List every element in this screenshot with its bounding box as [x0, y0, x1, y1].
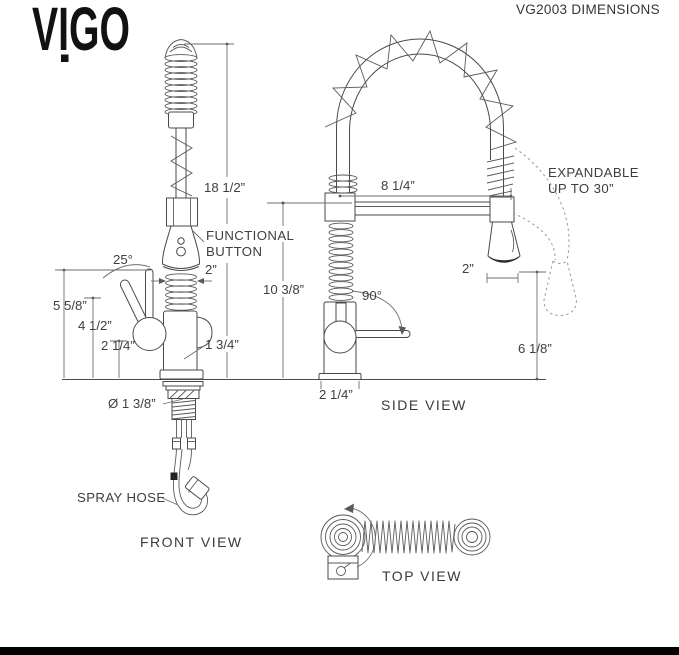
top-base [327, 555, 359, 580]
svg-text:5 5/8”: 5 5/8” [53, 298, 87, 313]
side-left-collar [324, 192, 356, 222]
svg-text:UP TO 30”: UP TO 30” [548, 181, 614, 196]
svg-text:EXPANDABLE: EXPANDABLE [548, 165, 639, 180]
side-view-dimensions: 10 3/8” 8 1/4” EXPANDABLE UP TO 30” 90° … [263, 165, 639, 413]
front-spring-collar [168, 111, 194, 129]
svg-text:FUNCTIONAL: FUNCTIONAL [206, 228, 294, 243]
expandable-hose-dashed [512, 147, 578, 317]
dim-handle-angle: 25° [102, 252, 151, 279]
svg-text:10 3/8”: 10 3/8” [263, 282, 304, 297]
dim-clearance-height: 6 1/8” [518, 270, 552, 381]
svg-text:6 1/8”: 6 1/8” [518, 341, 552, 356]
side-sprayer-block [489, 196, 515, 223]
dim-sprayer-width: 2” [462, 261, 519, 283]
top-view-caption: TOP VIEW [382, 568, 462, 584]
dim-overall-height: 18 1/2” [184, 42, 245, 378]
top-left-coil-end [320, 514, 366, 560]
side-arc-spiral [324, 29, 518, 151]
svg-text:1 3/4”: 1 3/4” [205, 337, 239, 352]
side-left-coil [328, 174, 358, 194]
svg-text:2”: 2” [205, 262, 217, 277]
supply-hoses [172, 419, 196, 450]
dim-mid-height: 4 1/2” [78, 296, 112, 378]
hose-nozzle-end [184, 476, 210, 500]
dim-spring-width: 2” [151, 262, 217, 284]
handle-upright-rod [145, 268, 154, 322]
dim-base-width: 2 1/4” [319, 381, 360, 402]
top-rotation-arrow [344, 503, 376, 568]
front-lower-spring [165, 273, 197, 311]
svg-text:2”: 2” [462, 261, 474, 276]
dim-handle-swing: 90° [351, 288, 406, 335]
hose-weight [170, 472, 178, 480]
handle-ball-joint [132, 317, 167, 351]
label-spray-hose: SPRAY HOSE [77, 490, 179, 506]
logo-i-dot [61, 54, 69, 62]
header: VIGO VG2003 DIMENSIONS [32, 0, 660, 63]
label-functional-button: FUNCTIONAL BUTTON [191, 228, 294, 259]
front-undercounter [162, 381, 210, 516]
svg-text:18 1/2”: 18 1/2” [204, 180, 245, 195]
threaded-shank [171, 398, 196, 420]
footer-bar [0, 647, 679, 655]
side-arc-inner [349, 53, 491, 202]
svg-text:SPRAY HOSE: SPRAY HOSE [77, 490, 166, 505]
front-head-hex [166, 197, 198, 227]
front-base-flange [159, 369, 204, 380]
svg-text:4 1/2”: 4 1/2” [78, 318, 112, 333]
dim-spout-reach: 8 1/4” [338, 178, 513, 200]
functional-button-main [176, 246, 186, 257]
side-spray-head [487, 221, 521, 263]
label-expandable: EXPANDABLE UP TO 30” [548, 165, 639, 196]
front-body [119, 268, 213, 380]
dim-lower-height: 2 1/4” [101, 338, 135, 378]
svg-text:2 1/4”: 2 1/4” [101, 338, 135, 353]
side-body [318, 301, 411, 380]
svg-text:8 1/4”: 8 1/4” [381, 178, 415, 193]
side-view [318, 29, 578, 380]
svg-text:25°: 25° [113, 252, 133, 267]
side-spring-column [328, 222, 354, 301]
side-arc-outer [336, 38, 504, 202]
front-view-dimensions: 18 1/2” FUNCTIONAL BUTTON 2” 25° 5 5/8” [53, 42, 294, 550]
front-loose-spiral [170, 135, 193, 197]
dim-spout-height: 10 3/8” [263, 201, 352, 378]
functional-button-top [177, 237, 185, 245]
front-top-spring [164, 39, 198, 116]
dim-handle-height: 5 5/8” [53, 268, 151, 378]
svg-text:90°: 90° [362, 288, 382, 303]
svg-text:2 1/4”: 2 1/4” [319, 387, 353, 402]
mounting-nut [167, 389, 200, 399]
front-spray-head [162, 225, 200, 271]
side-spout-bar [352, 201, 492, 216]
side-right-coil [486, 155, 515, 197]
front-view-caption: FRONT VIEW [140, 534, 243, 550]
top-spring [361, 520, 456, 554]
spray-hose-loop [170, 448, 210, 516]
svg-text:BUTTON: BUTTON [206, 244, 262, 259]
front-hose-shaft [175, 127, 187, 199]
front-view [62, 39, 546, 516]
vigo-logo: VIGO [32, 0, 130, 63]
top-right-coil-end [453, 518, 491, 556]
dim-hole-diameter: Ø 1 3/8” [108, 396, 184, 411]
dim-body-width: 1 3/4” [183, 337, 239, 360]
dashed-spray-head [543, 260, 578, 317]
svg-text:Ø 1 3/8”: Ø 1 3/8” [108, 396, 156, 411]
side-base-flange [318, 373, 362, 380]
top-view: TOP VIEW [320, 503, 491, 584]
side-ball-joint [323, 320, 357, 354]
top-handle-icon [336, 566, 346, 576]
page-title: VG2003 DIMENSIONS [516, 2, 660, 17]
side-view-caption: SIDE VIEW [381, 397, 467, 413]
